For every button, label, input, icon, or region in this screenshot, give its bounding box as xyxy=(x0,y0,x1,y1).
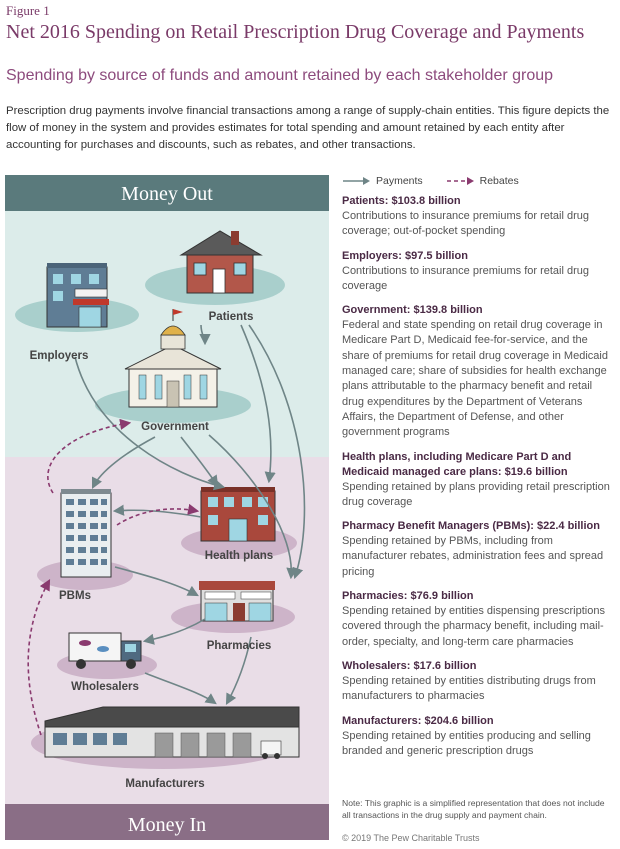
entry-heading: Manufacturers: $204.6 billion xyxy=(342,714,494,727)
intro-paragraph: Prescription drug payments involve finan… xyxy=(6,105,610,151)
entry-heading: Health plans, including Medicare Part D … xyxy=(342,450,572,478)
patients-house-icon xyxy=(179,230,263,294)
money-flow-diagram: Money Out Money In xyxy=(5,175,329,840)
entry-body: Federal and state spending on retail dru… xyxy=(342,319,608,439)
entry-pbms: Pharmacy Benefit Managers (PBMs): $22.4 … xyxy=(342,519,614,580)
entry-body: Spending retained by entities producing … xyxy=(342,729,591,757)
entry-heading: Patients: $103.8 billion xyxy=(342,195,461,207)
entry-body: Spending retained by plans providing ret… xyxy=(342,480,610,508)
entry-heading: Pharmacies: $76.9 billion xyxy=(342,590,474,603)
arrow-patients-to-pharmacies xyxy=(248,324,306,580)
legend: Payments Rebates xyxy=(342,175,539,189)
payment-arrows xyxy=(74,324,306,705)
label-manufacturers: Manufacturers xyxy=(125,778,204,790)
rebate-pbms-to-health-plans xyxy=(116,503,200,526)
payment-arrow-icon xyxy=(343,177,370,185)
legend-rebates: Rebates xyxy=(446,175,519,187)
rebate-pbms-to-government xyxy=(47,418,132,494)
pbms-tower-icon xyxy=(60,489,112,578)
label-pharmacies: Pharmacies xyxy=(207,640,272,652)
entry-body: Contributions to insurance premiums for … xyxy=(342,264,590,292)
arrow-pbms-to-pharmacies xyxy=(114,566,199,597)
entry-wholesalers: Wholesalers: $17.6 billion Spending reta… xyxy=(342,659,614,705)
money-out-band xyxy=(5,175,329,211)
arrow-patients-to-health-plans xyxy=(240,324,276,484)
arrow-government-to-pbms xyxy=(91,436,156,490)
manufacturers-factory-icon xyxy=(44,706,300,759)
legend-rebates-label: Rebates xyxy=(479,175,519,187)
arrow-government-to-pharmacies xyxy=(208,434,298,580)
page-title: Net 2016 Spending on Retail Prescription… xyxy=(6,21,585,43)
arrow-patients-to-government xyxy=(199,324,211,346)
footnote: Note: This graphic is a simplified repre… xyxy=(342,798,605,820)
wholesalers-truck-icon xyxy=(68,632,142,669)
label-wholesalers: Wholesalers xyxy=(71,681,139,693)
legend-payments: Payments xyxy=(342,175,423,187)
entry-body: Spending retained by entities distributi… xyxy=(342,674,596,703)
entry-heading: Government: $139.8 billion xyxy=(342,304,483,317)
page-subtitle: Spending by source of funds and amount r… xyxy=(6,67,554,84)
entry-heading: Pharmacy Benefit Managers (PBMs): $22.4 … xyxy=(342,520,600,533)
entry-body: Contributions to insurance premiums for … xyxy=(342,210,590,238)
arrow-pharmacies-to-manufacturers xyxy=(225,636,252,705)
label-patients: Patients xyxy=(209,311,254,323)
entry-heading: Employers: $97.5 billion xyxy=(342,249,468,262)
stakeholder-list: Patients: $103.8 billion Contributions t… xyxy=(342,194,614,768)
legend-payments-label: Payments xyxy=(376,175,423,187)
entry-manufacturers: Manufacturers: $204.6 billion Spending r… xyxy=(342,714,614,760)
arrow-government-to-health-plans xyxy=(180,436,219,487)
label-employers: Employers xyxy=(30,350,89,362)
entry-patients: Patients: $103.8 billion Contributions t… xyxy=(342,194,614,240)
rebate-arrows xyxy=(27,418,200,736)
arrow-wholesalers-to-manufacturers xyxy=(144,672,217,705)
entry-employers: Employers: $97.5 billion Contributions t… xyxy=(342,249,614,295)
entry-health-plans: Health plans, including Medicare Part D … xyxy=(342,450,614,511)
copyright: © 2019 The Pew Charitable Trusts xyxy=(342,833,480,843)
arrow-pharmacies-to-wholesalers xyxy=(142,618,206,645)
arrow-health-plans-to-pbms xyxy=(112,504,202,518)
rebate-manufacturers-to-pbms xyxy=(27,579,51,736)
entry-pharmacies: Pharmacies: $76.9 billion Spending retai… xyxy=(342,589,614,650)
entry-government: Government: $139.8 billion Federal and s… xyxy=(342,303,614,440)
entry-body: Spending retained by entities dispensing… xyxy=(342,605,605,648)
money-in-band xyxy=(5,804,329,840)
entry-body: Spending retained by PBMs, including fro… xyxy=(342,535,604,578)
figure-label: Figure 1 xyxy=(6,3,50,18)
entry-heading: Wholesalers: $17.6 billion xyxy=(342,659,477,672)
health-plans-building-icon xyxy=(200,487,276,542)
rebate-arrow-icon xyxy=(446,177,474,185)
employers-building-icon xyxy=(46,263,109,328)
money-in-label: Money In xyxy=(128,814,206,836)
government-building-icon xyxy=(124,309,222,408)
pharmacies-store-icon xyxy=(199,581,275,622)
label-pbms: PBMs xyxy=(59,590,91,602)
label-government: Government xyxy=(141,421,209,433)
money-out-label: Money Out xyxy=(121,183,213,205)
label-health-plans: Health plans xyxy=(205,550,273,562)
